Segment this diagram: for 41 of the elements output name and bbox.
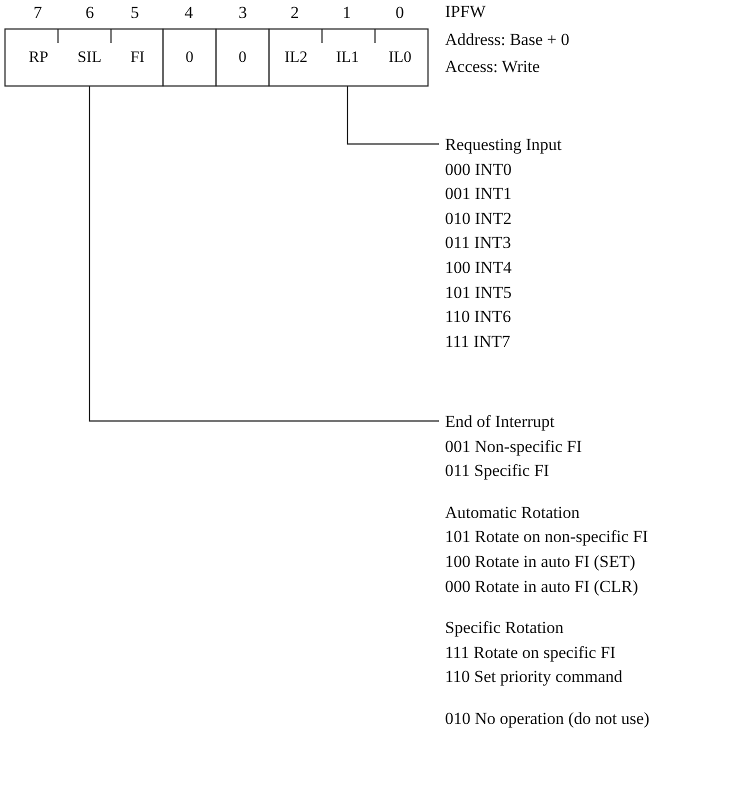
field-heading: Automatic Rotation <box>445 502 580 524</box>
bit-field-name: SIL <box>63 30 116 86</box>
code-entry: 000 INT0 <box>445 158 512 181</box>
code-entry: 111 INT7 <box>445 330 510 353</box>
code-entry: 010 No operation (do not use) <box>445 708 650 730</box>
code-entry: 101 Rotate on non-specific FI <box>445 526 648 548</box>
code-entry: 110 INT6 <box>445 306 511 328</box>
bit-number: 3 <box>238 3 247 23</box>
code-entry: 101 INT5 <box>445 282 512 304</box>
code-entry: 010 INT2 <box>445 208 512 230</box>
bit-number: 6 <box>86 3 94 23</box>
field-heading: End of Interrupt <box>445 411 555 433</box>
register-info: Access: Write <box>445 57 540 77</box>
code-entry: 110 Set priority command <box>445 666 622 688</box>
bit-field-name: FI <box>117 30 158 86</box>
bit-number: 5 <box>130 3 139 23</box>
code-entry: 011 Specific FI <box>445 460 550 482</box>
register-name: IPFW <box>445 2 486 22</box>
bit-number: 4 <box>184 3 193 23</box>
leader-line <box>88 86 439 422</box>
code-entry: 011 INT3 <box>445 232 511 254</box>
bit-field-name: IL2 <box>272 30 320 86</box>
field-heading: Specific Rotation <box>445 617 564 640</box>
field-heading: Requesting Input <box>445 134 562 156</box>
bit-number: 2 <box>290 3 299 23</box>
code-entry: 100 Rotate in auto FI (SET) <box>445 550 636 573</box>
code-entry: 000 Rotate in auto FI (CLR) <box>445 576 638 598</box>
bit-field-name: IL1 <box>322 30 373 86</box>
bit-number: 0 <box>396 3 404 23</box>
code-entry: 111 Rotate on specific FI <box>445 642 616 664</box>
register-info: Address: Base + 0 <box>445 30 570 50</box>
bit-number: 1 <box>342 3 351 23</box>
leader-line <box>346 86 439 145</box>
bit-field-name: RP <box>15 30 62 86</box>
code-entry: 001 Non-specific FI <box>445 436 582 458</box>
bit-field-name: IL0 <box>375 30 425 86</box>
code-entry: 100 INT4 <box>445 256 512 279</box>
bit-field-name: 0 <box>163 30 216 86</box>
bit-number: 7 <box>34 3 42 23</box>
code-entry: 001 INT1 <box>445 183 512 206</box>
bit-field-name: 0 <box>216 30 269 86</box>
